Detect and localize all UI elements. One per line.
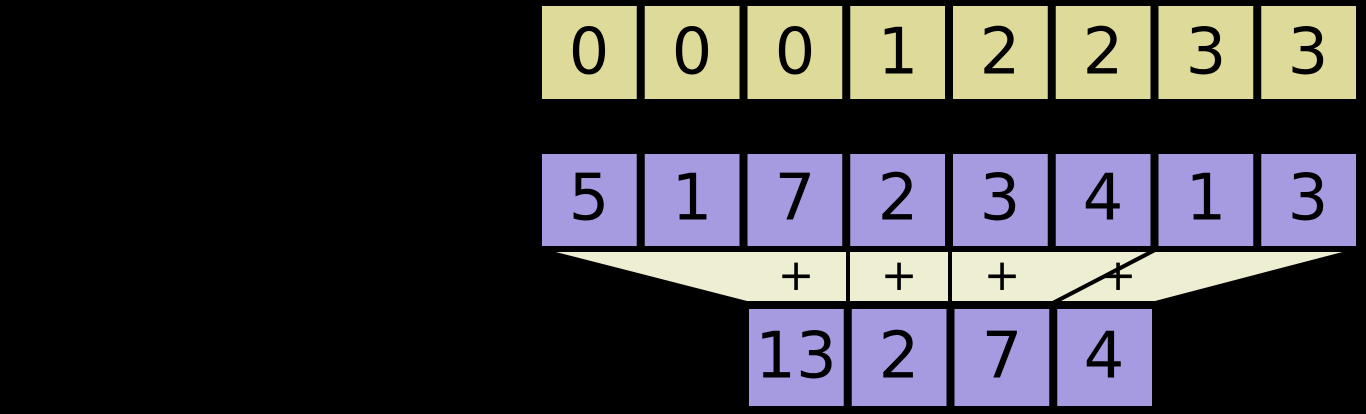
flag-cell-2[interactable] [743, 2, 847, 103]
flag-cell-label-4: 2 [980, 16, 1021, 90]
output-cell-label-0: 13 [755, 320, 836, 394]
flag-cell-label-3: 1 [878, 16, 919, 90]
flag-cell-4[interactable] [949, 2, 1052, 103]
flag-cell-label-6: 3 [1186, 16, 1227, 90]
output-cell-1[interactable] [847, 305, 951, 410]
value-cell-4[interactable] [949, 150, 1052, 250]
value-cell-1[interactable] [640, 150, 744, 250]
funnel-operator-0: + [778, 250, 815, 301]
value-cell-label-7: 3 [1288, 162, 1329, 236]
value-cell-label-0: 5 [569, 162, 610, 236]
flag-cell-label-0: 0 [569, 16, 610, 90]
output-cell-3[interactable] [1053, 305, 1156, 410]
funnel-operator-1: + [881, 250, 918, 301]
value-cell-label-2: 7 [775, 162, 816, 236]
flag-cell-label-1: 0 [672, 16, 713, 90]
output-cell-label-3: 4 [1084, 320, 1125, 394]
flag-cell-0[interactable] [538, 2, 641, 103]
value-cell-label-4: 3 [980, 162, 1021, 236]
value-cell-6[interactable] [1154, 150, 1258, 250]
flag-cell-3[interactable] [846, 2, 949, 103]
flag-cell-label-2: 0 [775, 16, 816, 90]
value-cell-5[interactable] [1051, 150, 1155, 250]
value-cell-label-6: 1 [1186, 162, 1227, 236]
value-cell-label-5: 4 [1083, 162, 1124, 236]
segment-flag-row: 0 0 0 1 2 2 3 3 [538, 2, 1360, 103]
value-cell-label-3: 2 [878, 162, 919, 236]
value-cell-0[interactable] [538, 150, 641, 250]
reduction-funnel: + + + + [539, 248, 1359, 305]
output-value-row: 13 2 7 4 [745, 305, 1156, 410]
flag-cell-label-5: 2 [1083, 16, 1124, 90]
flag-cell-5[interactable] [1051, 2, 1155, 103]
value-cell-3[interactable] [846, 150, 949, 250]
output-cell-2[interactable] [950, 305, 1054, 410]
output-cell-label-2: 7 [982, 320, 1023, 394]
flag-cell-7[interactable] [1257, 2, 1360, 103]
flag-cell-1[interactable] [640, 2, 744, 103]
value-cell-7[interactable] [1257, 150, 1360, 250]
funnel-operator-3: + [1100, 250, 1137, 301]
value-cell-label-1: 1 [672, 162, 713, 236]
output-cell-label-1: 2 [879, 320, 920, 394]
input-value-row: 5 1 7 2 3 4 1 3 [538, 150, 1360, 250]
value-cell-2[interactable] [743, 150, 847, 250]
flag-cell-6[interactable] [1154, 2, 1258, 103]
flag-cell-label-7: 3 [1288, 16, 1329, 90]
output-cell-0[interactable] [745, 305, 848, 410]
funnel-operator-2: + [984, 250, 1021, 301]
